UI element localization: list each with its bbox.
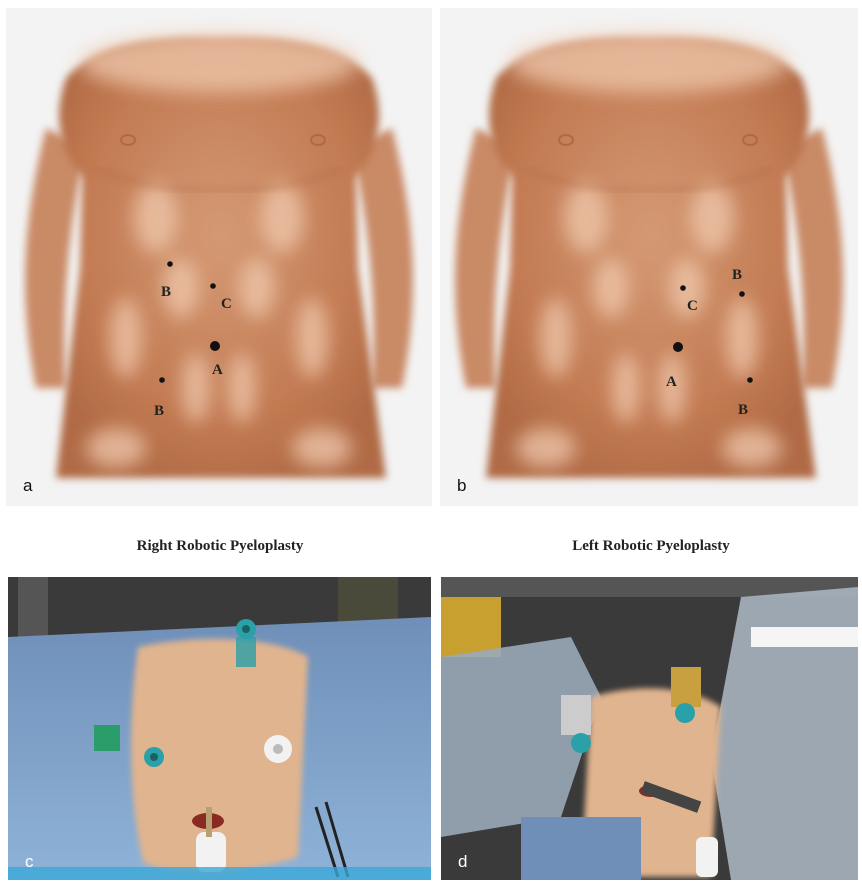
- port-c-dot: [210, 283, 216, 289]
- port-b-upper-dot: [739, 291, 745, 297]
- docked-robot-drawing: [441, 577, 858, 880]
- port-b-lower-dot: [159, 377, 165, 383]
- port-trocar-white: [264, 735, 292, 763]
- port-label-b-lower: B: [154, 403, 164, 419]
- port-label-a: A: [666, 374, 677, 390]
- port-b-upper-dot: [167, 261, 173, 267]
- torso-right-drawing: B C A B: [6, 8, 432, 506]
- caption-right-pyeloplasty: Right Robotic Pyeloplasty: [0, 538, 440, 555]
- torso-illustration-left: B C A B b: [440, 8, 858, 506]
- port-trocar-upper: [236, 619, 256, 667]
- panel-letter-d: d: [458, 853, 467, 870]
- port-label-b-upper: B: [732, 267, 742, 283]
- port-label-a: A: [212, 362, 223, 378]
- torso-shape: [56, 38, 386, 478]
- torso-shape: [486, 38, 816, 478]
- port-c-dot: [680, 285, 686, 291]
- port-a-dot: [673, 342, 683, 352]
- port-camera: [192, 807, 226, 872]
- port-b-lower-dot: [747, 377, 753, 383]
- port-label-c: C: [221, 296, 232, 312]
- torso-illustration-right: B C A B a: [6, 8, 432, 506]
- port-label-b-lower: B: [738, 402, 748, 418]
- torso-left-drawing: B C A B: [440, 8, 858, 506]
- port-label-c: C: [687, 298, 698, 314]
- surgical-photo-docked-robot: d: [441, 577, 858, 880]
- drape-tape: [751, 627, 858, 647]
- panel-letter-c: c: [25, 853, 34, 870]
- port-a-dot: [210, 341, 220, 351]
- port-label-b-upper: B: [161, 284, 171, 300]
- panel-letter-b: b: [457, 477, 466, 494]
- panel-letter-a: a: [23, 477, 32, 494]
- surgical-photo-drawing: [8, 577, 431, 880]
- surgical-photo-ports: c: [8, 577, 431, 880]
- caption-left-pyeloplasty: Left Robotic Pyeloplasty: [440, 538, 862, 555]
